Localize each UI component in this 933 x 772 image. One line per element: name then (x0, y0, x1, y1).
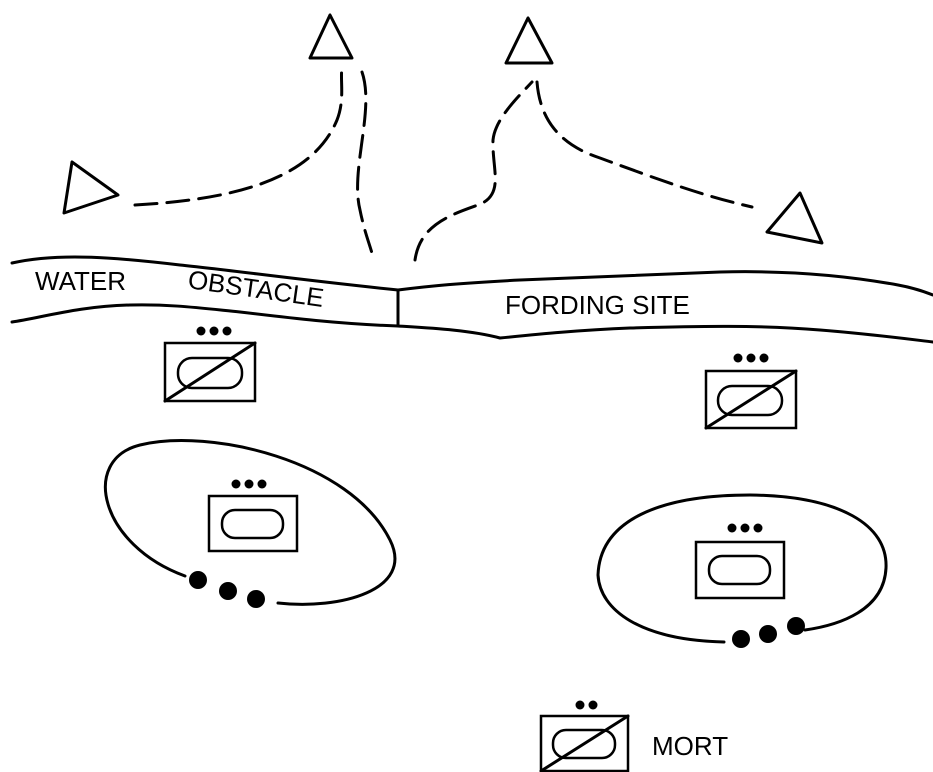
water-label: WATER (35, 266, 126, 296)
observation-post-triangle-top-left (308, 13, 354, 60)
company-dot (219, 582, 237, 600)
route-left-to-top (133, 66, 344, 207)
echelon-dot (209, 326, 219, 336)
river-north-bank (10, 255, 933, 297)
company-dot (787, 617, 805, 635)
battle-position-dots-right (732, 617, 805, 648)
river-south-bank (10, 303, 933, 344)
route-top-left-down (356, 70, 375, 260)
observation-post-triangle-left (62, 160, 120, 215)
mechanized-platoon-symbol-left (163, 326, 257, 403)
company-dot (247, 590, 265, 608)
echelon-dot (740, 523, 750, 533)
echelon-dot (196, 326, 206, 336)
echelon-dot (222, 326, 232, 336)
echelon-dot (759, 353, 769, 363)
echelon-dot (727, 523, 737, 533)
battle-position-left (103, 439, 397, 606)
echelon-dot (231, 479, 241, 489)
company-dot (759, 625, 777, 643)
echelon-dot (733, 353, 743, 363)
obstacle-label: OBSTACLE (186, 264, 326, 313)
mort-label: MORT (652, 731, 728, 761)
echelon-dot (257, 479, 267, 489)
company-dot (732, 630, 750, 648)
echelon-dot (588, 700, 598, 710)
echelon-dot (753, 523, 763, 533)
armor-platoon-symbol-right (694, 523, 786, 600)
battle-position-dots-left (189, 571, 265, 608)
echelon-dot (746, 353, 756, 363)
observation-post-triangle-top-right (504, 16, 554, 65)
mortar-section-symbol (539, 700, 630, 772)
echelon-dot (244, 479, 254, 489)
battle-position-right (596, 493, 888, 644)
company-dot (189, 571, 207, 589)
armor-platoon-symbol-left (207, 479, 299, 553)
route-top-right-to-right (535, 80, 754, 209)
echelon-dot (575, 700, 585, 710)
mechanized-platoon-symbol-right (704, 353, 798, 430)
observation-post-triangle-right (765, 191, 824, 245)
fording-site-label: FORDING SITE (505, 290, 690, 320)
route-crossing-up (413, 80, 534, 262)
